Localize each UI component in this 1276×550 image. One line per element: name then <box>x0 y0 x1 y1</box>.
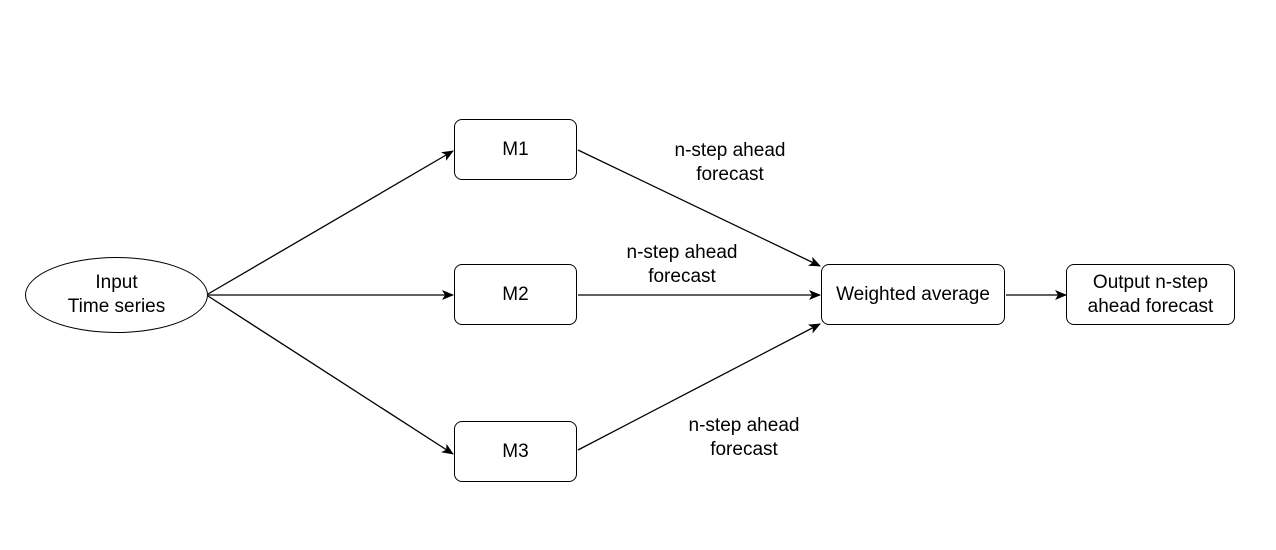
m1-label: M1 <box>502 138 529 160</box>
edge-label-m2-line2: forecast <box>648 266 716 287</box>
input-node: Input Time series <box>25 257 208 333</box>
edge-label-m3-line2: forecast <box>710 439 778 460</box>
edge-label-m3: n-step ahead forecast <box>662 414 826 462</box>
edge-input-to-m3 <box>207 295 454 455</box>
weighted-average-node: Weighted average <box>821 264 1005 325</box>
input-node-line2: Time series <box>67 296 166 317</box>
edge-label-m3-line1: n-step ahead <box>688 415 800 436</box>
m3-node: M3 <box>454 421 577 482</box>
edge-m1-to-weighted <box>577 149 821 267</box>
edge-label-m1-line2: forecast <box>696 164 764 185</box>
input-node-line1: Input <box>95 272 138 293</box>
edge-label-m2: n-step ahead forecast <box>600 241 764 289</box>
weighted-average-label: Weighted average <box>836 283 990 305</box>
edge-m3-to-weighted <box>577 323 821 451</box>
edge-label-m1: n-step ahead forecast <box>648 139 812 187</box>
m2-label: M2 <box>502 283 529 305</box>
m1-node: M1 <box>454 119 577 180</box>
m2-node: M2 <box>454 264 577 325</box>
output-node-line1: Output n-step <box>1092 271 1209 293</box>
output-node-line2: ahead forecast <box>1087 295 1214 317</box>
edge-input-to-m1 <box>207 150 454 295</box>
output-node: Output n-step ahead forecast <box>1066 264 1235 325</box>
edge-label-m2-line1: n-step ahead <box>626 242 738 263</box>
edge-label-m1-line1: n-step ahead <box>674 140 786 161</box>
m3-label: M3 <box>502 440 529 462</box>
